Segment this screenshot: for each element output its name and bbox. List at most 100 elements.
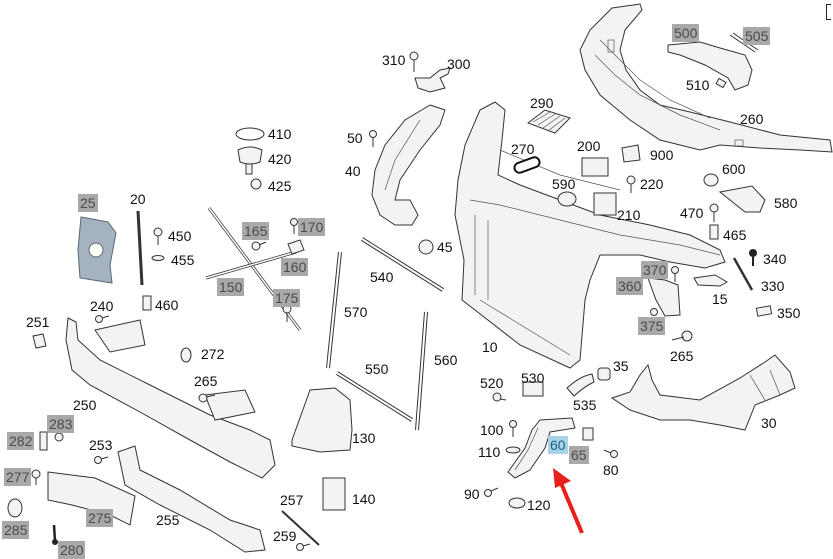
label-500[interactable]: 500 <box>672 24 700 42</box>
label-10[interactable]: 10 <box>482 339 498 355</box>
part-65-clip <box>582 427 594 441</box>
label-260[interactable]: 260 <box>740 111 764 127</box>
label-30[interactable]: 30 <box>761 415 777 431</box>
part-455-washer <box>151 255 165 261</box>
part-90-bolt <box>484 487 499 497</box>
part-80-bolt <box>603 449 618 458</box>
label-505[interactable]: 505 <box>743 27 771 45</box>
label-280[interactable]: 280 <box>58 541 86 559</box>
label-272[interactable]: 272 <box>201 346 225 362</box>
label-580[interactable]: 580 <box>774 195 798 211</box>
label-140[interactable]: 140 <box>352 491 376 507</box>
label-20[interactable]: 20 <box>130 191 146 207</box>
label-165[interactable]: 165 <box>242 222 270 240</box>
label-220[interactable]: 220 <box>640 176 664 192</box>
label-90[interactable]: 90 <box>464 486 480 502</box>
label-510[interactable]: 510 <box>686 77 710 93</box>
label-330[interactable]: 330 <box>761 278 785 294</box>
label-65[interactable]: 65 <box>569 446 589 464</box>
label-590[interactable]: 590 <box>552 176 576 192</box>
part-257-cable <box>281 510 320 546</box>
label-275[interactable]: 275 <box>86 509 114 527</box>
part-350-clip <box>755 305 773 317</box>
label-600[interactable]: 600 <box>722 161 746 177</box>
label-560[interactable]: 560 <box>434 352 458 368</box>
label-45[interactable]: 45 <box>437 239 453 255</box>
label-80[interactable]: 80 <box>603 462 619 478</box>
label-465[interactable]: 465 <box>723 227 747 243</box>
label-285[interactable]: 285 <box>2 521 30 539</box>
label-40[interactable]: 40 <box>345 163 361 179</box>
label-240[interactable]: 240 <box>90 298 114 314</box>
label-530[interactable]: 530 <box>521 370 545 386</box>
label-420[interactable]: 420 <box>268 151 292 167</box>
label-265-left[interactable]: 265 <box>194 373 218 389</box>
label-175[interactable]: 175 <box>273 289 301 307</box>
label-277[interactable]: 277 <box>4 468 32 486</box>
label-120[interactable]: 120 <box>527 497 551 513</box>
part-285-cap <box>7 498 23 518</box>
label-290[interactable]: 290 <box>530 95 554 111</box>
label-410[interactable]: 410 <box>268 126 292 142</box>
label-375[interactable]: 375 <box>638 317 666 335</box>
part-282-clip <box>39 431 48 451</box>
part-360-bracket <box>647 277 681 317</box>
label-455[interactable]: 455 <box>171 252 195 268</box>
label-370[interactable]: 370 <box>641 261 669 279</box>
part-370-bolt <box>671 266 679 282</box>
label-450[interactable]: 450 <box>168 228 192 244</box>
label-340[interactable]: 340 <box>763 251 787 267</box>
label-200[interactable]: 200 <box>577 138 601 154</box>
label-257[interactable]: 257 <box>280 492 304 508</box>
part-250-side-member <box>65 317 276 479</box>
label-283[interactable]: 283 <box>47 415 75 433</box>
part-600-grommet <box>703 173 719 187</box>
label-535[interactable]: 535 <box>573 397 597 413</box>
label-130[interactable]: 130 <box>352 430 376 446</box>
label-25[interactable]: 25 <box>78 194 98 212</box>
part-510-clip <box>715 77 727 89</box>
label-310[interactable]: 310 <box>382 52 406 68</box>
label-255[interactable]: 255 <box>156 512 180 528</box>
label-160[interactable]: 160 <box>281 258 309 276</box>
label-150[interactable]: 150 <box>217 278 245 296</box>
label-15[interactable]: 15 <box>712 291 728 307</box>
part-60-support <box>507 417 576 479</box>
part-425-nut <box>250 178 262 190</box>
label-60-highlighted[interactable]: 60 <box>548 436 568 454</box>
part-130-air-guide <box>291 387 353 453</box>
part-170-bolt <box>290 218 298 234</box>
label-35[interactable]: 35 <box>613 358 629 374</box>
part-260-upper-crossmember <box>579 3 833 153</box>
label-265-right[interactable]: 265 <box>670 348 694 364</box>
label-50[interactable]: 50 <box>347 130 363 146</box>
label-520[interactable]: 520 <box>480 375 504 391</box>
part-165-bolt <box>251 241 267 251</box>
label-270[interactable]: 270 <box>511 141 535 157</box>
label-282[interactable]: 282 <box>7 432 35 450</box>
label-210[interactable]: 210 <box>617 207 641 223</box>
label-470[interactable]: 470 <box>680 205 704 221</box>
label-253[interactable]: 253 <box>89 437 113 453</box>
label-100[interactable]: 100 <box>480 422 504 438</box>
label-350[interactable]: 350 <box>777 305 801 321</box>
label-900[interactable]: 900 <box>650 147 674 163</box>
label-300[interactable]: 300 <box>447 56 471 72</box>
label-425[interactable]: 425 <box>268 178 292 194</box>
label-251[interactable]: 251 <box>26 314 50 330</box>
part-210-latch <box>593 192 617 216</box>
part-10-front-end-carrier <box>454 101 726 369</box>
label-540[interactable]: 540 <box>370 269 394 285</box>
part-240-bolt <box>95 315 110 323</box>
label-550[interactable]: 550 <box>365 361 389 377</box>
label-460[interactable]: 460 <box>155 297 179 313</box>
label-570[interactable]: 570 <box>344 304 368 320</box>
label-110[interactable]: 110 <box>478 444 501 460</box>
label-170[interactable]: 170 <box>298 218 326 236</box>
label-360[interactable]: 360 <box>616 277 644 295</box>
label-250[interactable]: 250 <box>73 397 97 413</box>
part-265-bolt-left <box>198 393 216 403</box>
label-259[interactable]: 259 <box>273 528 297 544</box>
part-283-nut <box>54 432 64 442</box>
part-50-bolt <box>369 130 377 147</box>
